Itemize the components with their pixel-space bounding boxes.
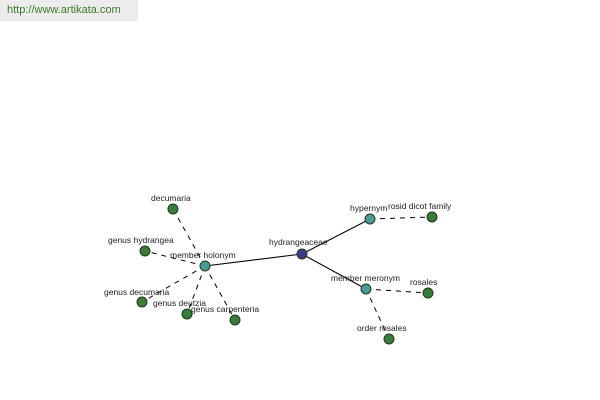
graph-edges [141, 208, 433, 340]
node-genus-deutzia[interactable] [181, 308, 193, 320]
node-label-genus-decumaria[interactable]: genus decumaria [104, 287, 169, 297]
edge-hydrangeaceae-to-hypernym [301, 218, 371, 255]
edge-member-holonym-to-genus-deutzia [186, 265, 206, 315]
node-member-holonym[interactable] [199, 260, 211, 272]
node-label-genus-deutzia[interactable]: genus deutzia [153, 298, 206, 308]
node-label-decumaria[interactable]: decumaria [151, 193, 191, 203]
edge-hydrangeaceae-to-member-holonym [204, 253, 303, 267]
edge-member-meronym-to-rosales [365, 288, 429, 294]
node-rosales[interactable] [422, 287, 434, 299]
edge-member-holonym-to-genus-carpenteria [204, 265, 236, 321]
node-hypernym[interactable] [364, 213, 376, 225]
edge-member-holonym-to-decumaria [172, 208, 206, 267]
node-genus-carpenteria[interactable] [229, 314, 241, 326]
node-label-order-rosales[interactable]: order rosales [357, 323, 407, 333]
node-member-meronym[interactable] [360, 283, 372, 295]
node-hydrangeaceae[interactable] [296, 248, 308, 260]
node-label-hypernym[interactable]: hypernym [350, 203, 387, 213]
edge-hypernym-to-rosid-dicot-family [369, 216, 433, 220]
edge-member-holonym-to-genus-hydrangea [144, 250, 206, 267]
edge-hydrangeaceae-to-member-meronym [301, 253, 367, 290]
node-label-rosid-dicot-family[interactable]: rosid dicot family [388, 201, 452, 211]
graph-labels: hydrangeaceae member holonym hypernym membe… [104, 193, 452, 333]
edge-member-holonym-to-genus-decumaria [141, 265, 206, 303]
node-label-member-holonym[interactable]: member holonym [170, 250, 236, 260]
node-order-rosales[interactable] [383, 333, 395, 345]
graph-nodes [136, 203, 438, 345]
node-label-member-meronym[interactable]: member meronym [331, 273, 400, 283]
url-banner[interactable]: http://www.artikata.com [0, 0, 138, 21]
node-label-genus-carpenteria[interactable]: genus carpenteria [191, 304, 259, 314]
node-genus-hydrangea[interactable] [139, 245, 151, 257]
node-label-hydrangeaceae[interactable]: hydrangeaceae [269, 237, 328, 247]
node-rosid-dicot-family[interactable] [426, 211, 438, 223]
node-genus-decumaria[interactable] [136, 296, 148, 308]
node-decumaria[interactable] [167, 203, 179, 215]
node-label-genus-hydrangea[interactable]: genus hydrangea [108, 235, 174, 245]
node-label-rosales[interactable]: rosales [410, 277, 437, 287]
